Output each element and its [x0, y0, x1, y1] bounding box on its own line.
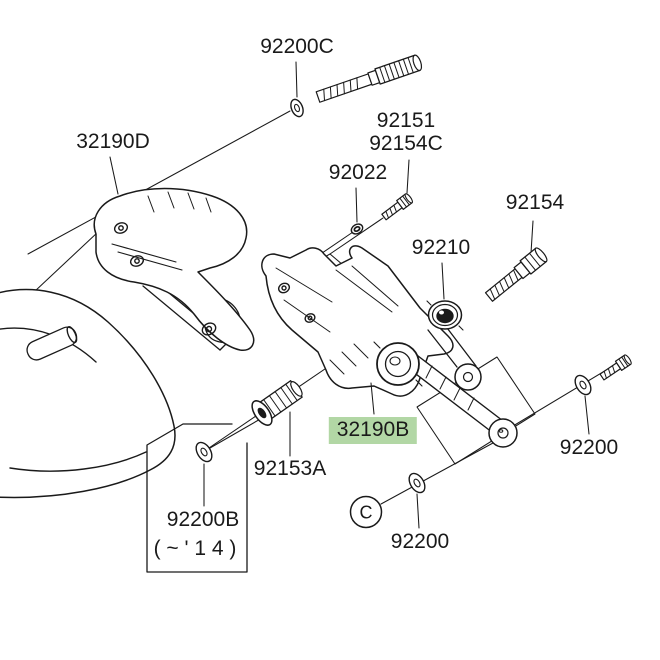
leader-lines — [109, 61, 590, 529]
part-label-92154c[interactable]: 92154C — [369, 132, 443, 155]
bolt-92151 — [379, 192, 415, 223]
bolt-right-edge — [598, 353, 634, 383]
part-label-92022[interactable]: 92022 — [328, 161, 388, 184]
bracket-32190d — [93, 187, 255, 351]
part-label-92200b[interactable]: 92200B — [166, 508, 240, 531]
part-label-92200c[interactable]: 92200C — [260, 35, 334, 58]
bolt-92200c — [315, 54, 423, 103]
washer-92200c — [290, 98, 304, 118]
part-label-92210[interactable]: 92210 — [411, 236, 471, 259]
part-label-92154[interactable]: 92154 — [505, 191, 565, 214]
detail-marker-c: C — [359, 502, 373, 523]
part-label-92153a[interactable]: 92153A — [253, 457, 327, 480]
muffler-body — [0, 288, 176, 499]
detail-circle-c — [349, 495, 383, 529]
damper-92153a — [251, 380, 303, 426]
part-label-92200-right[interactable]: 92200 — [559, 436, 619, 459]
washer-92200-right — [571, 371, 595, 399]
bracket-boss — [373, 341, 423, 387]
nut-92210 — [426, 300, 464, 331]
detail-box-92200b — [146, 423, 248, 573]
bolt-92154 — [484, 247, 548, 302]
washer-92200-bottom — [405, 469, 429, 497]
part-label-32190d[interactable]: 32190D — [76, 130, 150, 153]
bracket-32190b — [261, 245, 518, 448]
part-label-92200-bottom[interactable]: 92200 — [390, 530, 450, 553]
oring-92022 — [350, 223, 364, 235]
muffler-mount-peg — [26, 326, 78, 361]
part-label-92151[interactable]: 92151 — [376, 109, 436, 132]
part-note-year-range: ( ~ ' 1 4 ) — [153, 537, 237, 560]
part-label-32190b-highlighted[interactable]: 32190B — [328, 417, 418, 444]
